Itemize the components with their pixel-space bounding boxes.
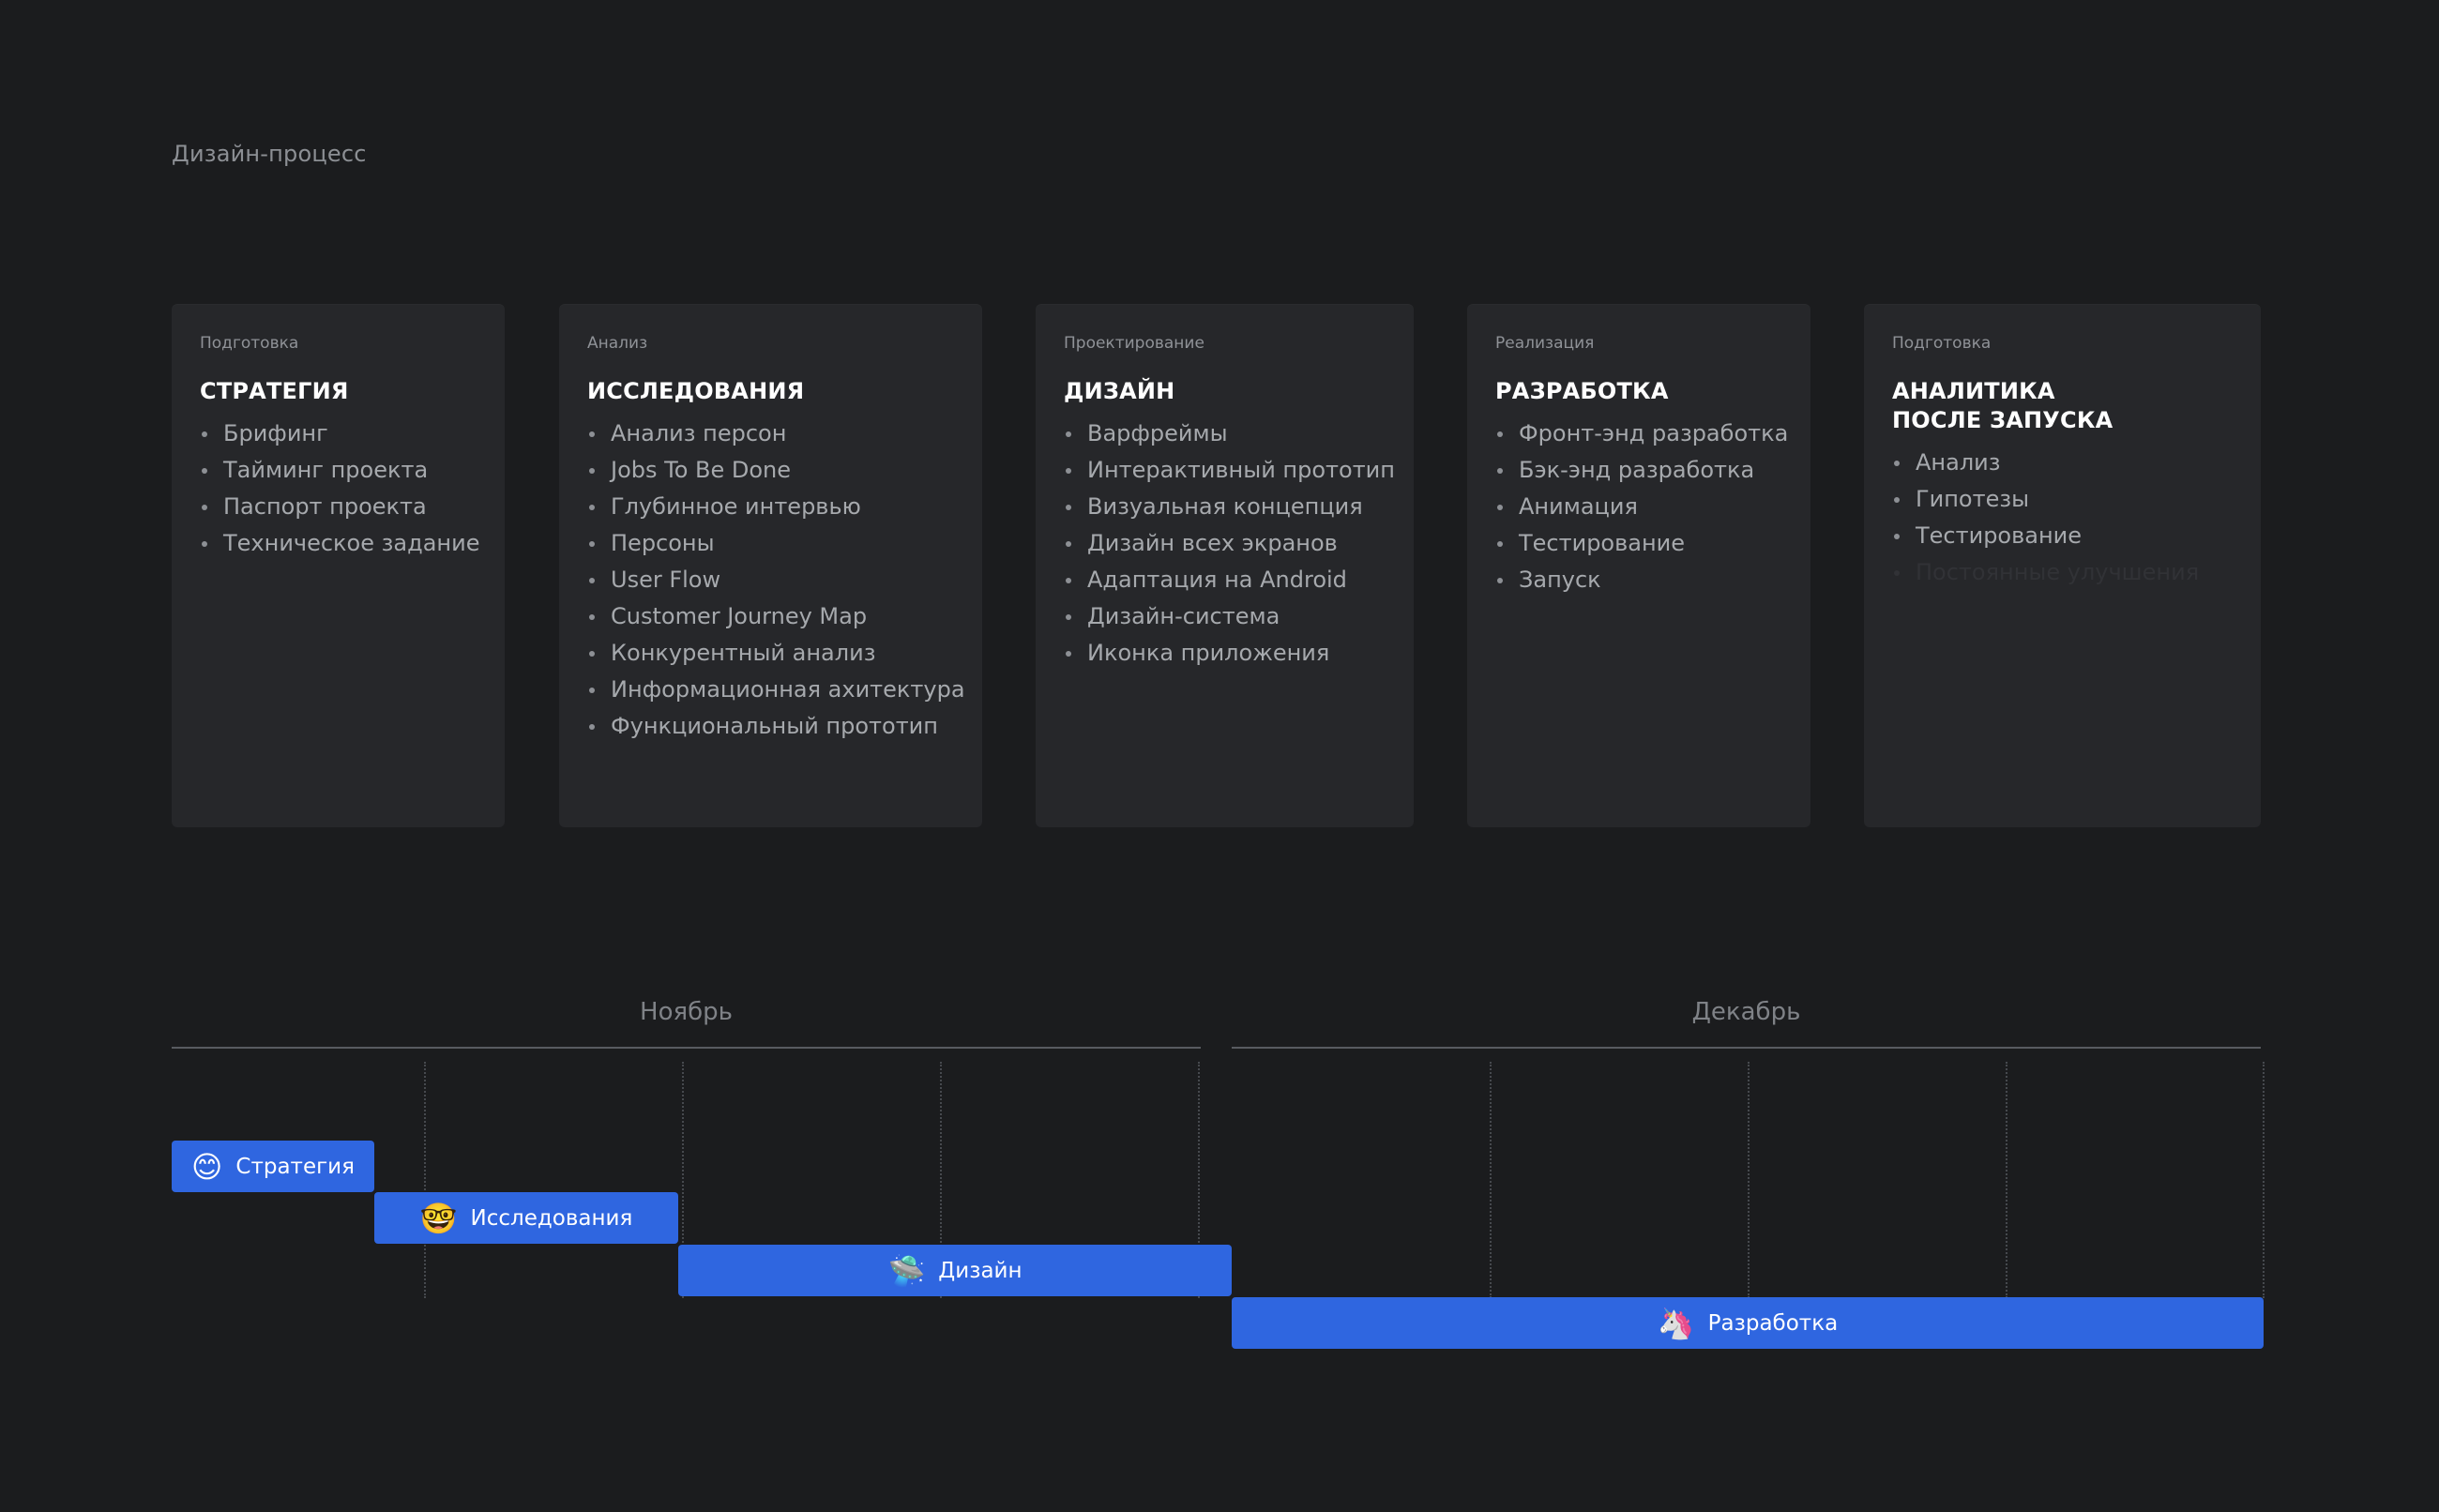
stage-card-research: Анализ ИССЛЕДОВАНИЯ Анализ персон Jobs T…	[559, 304, 982, 827]
list-item: Функциональный прототип	[587, 708, 954, 745]
list-item: Тестирование	[1495, 525, 1782, 562]
stage-card-development: Реализация РАЗРАБОТКА Фронт-энд разработ…	[1467, 304, 1810, 827]
month-label-december: Декабрь	[1691, 998, 1801, 1026]
month-divider-november	[172, 1047, 1201, 1049]
list-item: Брифинг	[200, 416, 477, 452]
timeline-bar-strategy[interactable]: 😊 Стратегия	[172, 1141, 374, 1192]
week-gridline	[2006, 1062, 2007, 1298]
unicorn-icon: 🦄	[1657, 1305, 1695, 1341]
list-item: Дизайн-система	[1064, 598, 1386, 635]
card-title: АНАЛИТИКА ПОСЛЕ ЗАПУСКА	[1892, 378, 2113, 433]
card-stage-label: Анализ	[587, 334, 648, 353]
week-gridline	[940, 1062, 942, 1298]
list-item: Информационная ахитектура	[587, 672, 965, 708]
list-item: Фронт-энд разработка	[1495, 416, 1788, 452]
card-list: Брифинг Тайминг проекта Паспорт проекта …	[200, 416, 479, 562]
smiling-face-icon: 😊	[191, 1148, 223, 1185]
list-item: Иконка приложения	[1064, 635, 1386, 672]
list-item: Визуальная концепция	[1064, 489, 1386, 525]
card-title: ДИЗАЙН	[1064, 378, 1175, 404]
week-gridline	[1748, 1062, 1750, 1298]
list-item: Паспорт проекта	[200, 489, 477, 525]
list-item-faded: Постоянные улучшения	[1892, 554, 2233, 591]
card-title: РАЗРАБОТКА	[1495, 378, 1669, 404]
timeline-bar-design[interactable]: 🛸 Дизайн	[678, 1245, 1232, 1296]
list-item: Глубинное интервью	[587, 489, 954, 525]
list-item: Запуск	[1495, 562, 1782, 598]
card-title: СТРАТЕГИЯ	[200, 378, 349, 404]
drone-icon: 🛸	[887, 1252, 926, 1289]
list-item: Интерактивный прототип	[1064, 452, 1395, 489]
list-item: Адаптация на Android	[1064, 562, 1386, 598]
week-gridline	[682, 1062, 684, 1298]
list-item: Customer Journey Map	[587, 598, 954, 635]
list-item: Персоны	[587, 525, 954, 562]
card-stage-label: Подготовка	[1892, 334, 1992, 353]
list-item: Бэк-энд разработка	[1495, 452, 1782, 489]
card-list: Фронт-энд разработка Бэк-энд разработка …	[1495, 416, 1788, 598]
week-gridline	[1490, 1062, 1492, 1298]
card-list: Анализ Гипотезы Тестирование Постоянные …	[1892, 445, 2233, 591]
list-item: Анимация	[1495, 489, 1782, 525]
timeline-bar-research[interactable]: 🤓 Исследования	[374, 1192, 678, 1244]
stage-card-strategy: Подготовка СТРАТЕГИЯ Брифинг Тайминг про…	[172, 304, 505, 827]
list-item: Конкурентный анализ	[587, 635, 954, 672]
card-stage-label: Реализация	[1495, 334, 1595, 353]
bar-label: Исследования	[470, 1205, 633, 1231]
list-item: Тестирование	[1892, 518, 2233, 554]
timeline-bar-development[interactable]: 🦄 Разработка	[1232, 1297, 2264, 1349]
card-title: ИССЛЕДОВАНИЯ	[587, 378, 805, 404]
stage-card-analytics: Подготовка АНАЛИТИКА ПОСЛЕ ЗАПУСКА Анали…	[1864, 304, 2261, 827]
list-item: Анализ	[1892, 445, 2233, 481]
card-stage-label: Подготовка	[200, 334, 299, 353]
page-title: Дизайн-процесс	[172, 141, 367, 167]
list-item: Jobs To Be Done	[587, 452, 954, 489]
list-item: Техническое задание	[200, 525, 479, 562]
card-list: Варфреймы Интерактивный прототип Визуаль…	[1064, 416, 1395, 672]
list-item: Дизайн всех экранов	[1064, 525, 1386, 562]
week-gridline	[424, 1062, 426, 1298]
list-item: Варфреймы	[1064, 416, 1386, 452]
list-item: Гипотезы	[1892, 481, 2233, 518]
bar-label: Стратегия	[235, 1154, 355, 1179]
card-list: Анализ персон Jobs To Be Done Глубинное …	[587, 416, 965, 745]
list-item: Тайминг проекта	[200, 452, 477, 489]
list-item: User Flow	[587, 562, 954, 598]
month-label-november: Ноябрь	[640, 998, 733, 1026]
week-gridline	[1198, 1062, 1200, 1298]
card-stage-label: Проектирование	[1064, 334, 1204, 353]
month-divider-december	[1232, 1047, 2261, 1049]
nerd-face-icon: 🤓	[419, 1200, 458, 1236]
list-item: Анализ персон	[587, 416, 954, 452]
bar-label: Разработка	[1707, 1310, 1839, 1336]
stage-card-design: Проектирование ДИЗАЙН Варфреймы Интеракт…	[1036, 304, 1414, 827]
bar-label: Дизайн	[938, 1258, 1023, 1283]
week-gridline	[2263, 1062, 2265, 1298]
